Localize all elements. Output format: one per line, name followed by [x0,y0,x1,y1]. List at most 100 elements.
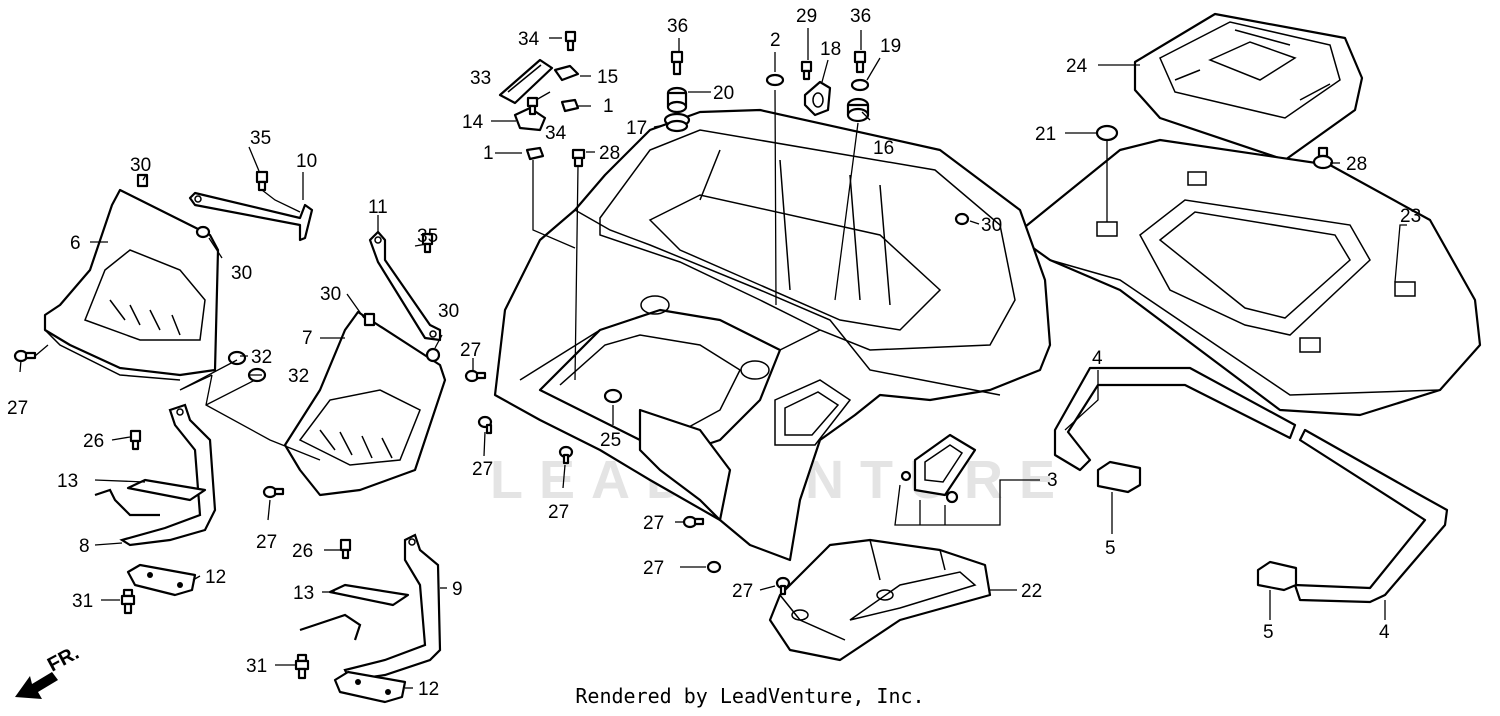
callout-27: 27 [472,459,493,480]
part-24-seat-pad[interactable] [1133,12,1364,162]
part-3-grommet-kit[interactable] [894,433,1040,526]
part-4-foam-upper[interactable] [1053,366,1297,472]
part-9-bracket[interactable] [299,533,442,682]
callout-20: 20 [713,83,734,104]
part-23-carrier-plate[interactable] [1013,138,1482,417]
callout-21: 21 [1035,124,1056,145]
callout-7: 7 [302,328,313,349]
bolt-28-left[interactable] [571,148,586,168]
part-14-bracket[interactable] [513,106,547,132]
callout-12: 12 [205,567,226,588]
screw-27-a[interactable] [13,349,37,363]
nut-1-lower[interactable] [525,146,545,161]
callout-1: 1 [603,96,614,117]
callout-5: 5 [1105,538,1116,559]
part-8-bracket[interactable] [94,403,217,547]
bolt-31-right[interactable] [294,653,310,680]
bolt-36-right[interactable] [853,50,867,74]
collar-20[interactable] [666,86,688,114]
callout-35: 35 [417,226,438,247]
part-5-block-lower[interactable] [1256,560,1298,592]
callout-4: 4 [1092,348,1103,369]
callout-12: 12 [418,679,439,700]
bolt-36-left[interactable] [670,50,684,76]
callout-27: 27 [548,502,569,523]
callout-16: 16 [873,138,894,159]
callout-18: 18 [820,39,841,60]
callout-26: 26 [292,541,313,562]
screw-27-g[interactable] [706,560,722,574]
screw-27-h[interactable] [775,576,791,596]
part-15-clip[interactable] [553,64,580,82]
screw-27-c[interactable] [477,415,493,435]
callout-24: 24 [1066,56,1088,77]
nut-30-e[interactable] [954,212,970,226]
callout-31: 31 [72,591,93,612]
part-11-stay[interactable] [368,230,442,342]
callout-35: 35 [250,128,271,149]
grommet-32-upper[interactable] [227,350,247,366]
part-6-left-footguard[interactable] [43,188,220,381]
callout-25: 25 [600,430,621,451]
nut-30-d[interactable] [425,347,441,363]
bolt-28-right[interactable] [1312,146,1334,170]
callout-26: 26 [83,431,104,452]
callout-28: 28 [1346,154,1367,175]
callout-2: 2 [770,30,781,51]
bolt-26-left[interactable] [129,429,142,451]
bolt-34-lower[interactable] [526,96,539,116]
nut-30-a[interactable] [136,173,149,188]
part-3-rear-fender[interactable] [493,108,1052,562]
bolt-26-right[interactable] [339,538,352,560]
callout-30: 30 [130,155,151,176]
callout-8: 8 [79,536,90,557]
screw-27-d[interactable] [558,445,574,465]
callout-29: 29 [796,6,817,27]
callout-3: 3 [1047,470,1058,491]
nut-30-b[interactable] [195,225,211,239]
callout-27: 27 [732,581,753,602]
callout-19: 19 [880,36,901,57]
part-33-strap[interactable] [498,58,554,105]
cap-2[interactable] [765,73,785,87]
callout-32: 32 [251,347,272,368]
fastener-group [13,30,1334,680]
callout-27: 27 [643,513,664,534]
washer-19[interactable] [850,78,870,92]
nut-1-upper[interactable] [560,98,580,113]
part-13-plate-left[interactable] [126,478,207,502]
callout-10: 10 [296,151,317,172]
bolt-29[interactable] [800,60,813,81]
bolt-35-right[interactable] [421,232,434,254]
callout-4: 4 [1379,622,1390,643]
bolt-31-left[interactable] [120,588,136,615]
grommet-17[interactable] [663,112,691,133]
nut-30-c[interactable] [363,312,376,327]
callout-9: 9 [452,579,463,600]
part-10-stay[interactable] [188,191,314,242]
part-5-block-upper[interactable] [1096,460,1142,494]
callout-32: 32 [288,366,309,387]
screw-27-f[interactable] [682,515,705,529]
callout-11: 11 [368,197,388,218]
callout-5: 5 [1263,622,1274,643]
screw-27-e[interactable] [262,485,285,499]
bolt-34-top[interactable] [564,30,577,52]
grommet-16[interactable] [846,97,870,123]
part-22-skid-plate[interactable] [768,538,992,662]
callout-30: 30 [231,263,252,284]
callout-31: 31 [246,656,267,677]
cap-21[interactable] [1095,124,1119,142]
part-12-clip-left[interactable] [126,563,197,597]
callout-34: 34 [518,29,540,50]
callout-15: 15 [597,67,618,88]
part-12-clip-right[interactable] [333,670,407,704]
part-7-right-footguard[interactable] [283,310,447,497]
screw-27-b[interactable] [464,369,487,383]
nut-25[interactable] [603,388,623,404]
hook-18[interactable] [803,80,832,117]
bolt-35-left[interactable] [255,170,269,192]
callout-27: 27 [643,558,664,579]
part-13-plate-right[interactable] [328,583,410,607]
part-4-foam-lower[interactable] [1293,428,1449,604]
